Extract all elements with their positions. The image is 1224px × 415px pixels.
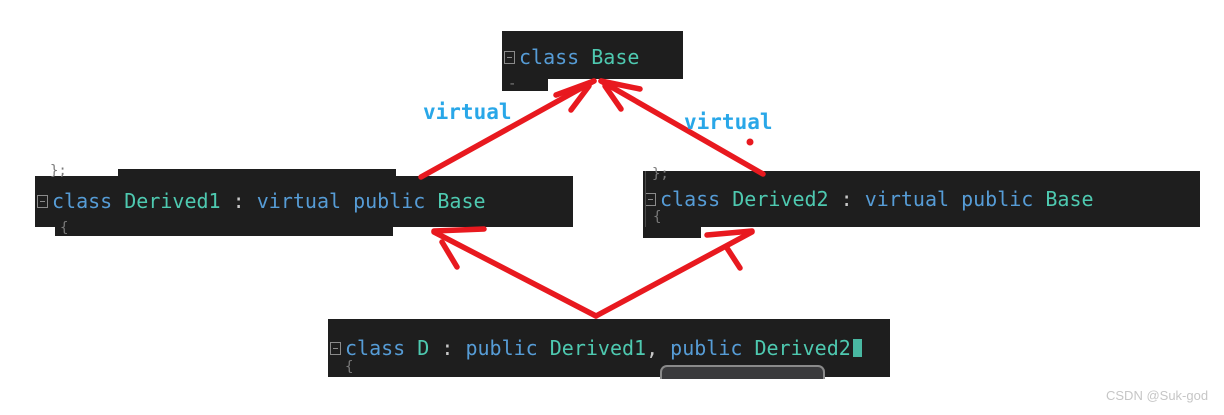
code-fragment: { (653, 209, 662, 225)
code-line: class Base (504, 45, 639, 69)
code-text-base: class Base (519, 45, 640, 69)
arrowhead-d-to-derived1 (431, 226, 487, 234)
code-box-edge-fragment (118, 169, 396, 177)
arrowhead-derived2-to-base (598, 78, 643, 92)
code-text-d: class D : public Derived1, public Derive… (345, 336, 851, 360)
code-fragment: - (508, 76, 517, 92)
fold-marker-icon (504, 50, 515, 64)
fold-marker-icon (37, 194, 48, 208)
annotation-dot (746, 138, 754, 146)
code-text-derived2: class Derived2 : virtual public Base (660, 187, 1094, 211)
virtual-label-right: virtual (684, 110, 773, 134)
code-text-derived1: class Derived1 : virtual public Base (52, 189, 486, 213)
editor-overlay-widget (660, 365, 825, 379)
code-line: class D : public Derived1, public Derive… (330, 336, 862, 360)
indent-guide (645, 171, 646, 227)
code-fragment: }; (652, 166, 669, 182)
arrow-d-to-derived2 (593, 229, 755, 319)
text-cursor (852, 339, 862, 357)
code-fragment: { (60, 220, 69, 236)
code-box-base: class Base (502, 31, 683, 79)
code-line: class Derived2 : virtual public Base (645, 187, 1094, 211)
arrowhead-derived2-to-base (602, 83, 624, 112)
code-fragment: }; (50, 163, 67, 179)
code-box-edge-fragment (643, 227, 701, 238)
code-box-edge-fragment (55, 227, 393, 236)
arrowhead-d-to-derived2 (724, 245, 743, 271)
virtual-label-left: virtual (423, 100, 512, 124)
arrowhead-d-to-derived1 (439, 239, 460, 270)
fold-marker-icon (645, 192, 656, 206)
code-box-derived2: class Derived2 : virtual public Base (643, 171, 1200, 227)
arrowhead-d-to-derived2 (704, 228, 755, 238)
arrowhead-derived1-to-base (568, 83, 592, 113)
watermark: CSDN @Suk-god (1106, 388, 1209, 403)
arrowhead-derived1-to-base (553, 78, 597, 98)
code-box-d: class D : public Derived1, public Derive… (328, 319, 890, 377)
arrow-d-to-derived1 (431, 229, 599, 319)
code-line: class Derived1 : virtual public Base (37, 189, 486, 213)
code-fragment: { (345, 359, 354, 375)
code-box-derived1: class Derived1 : virtual public Base (35, 176, 573, 227)
arrow-derived1-to-base (418, 78, 597, 180)
fold-marker-icon (330, 341, 341, 355)
